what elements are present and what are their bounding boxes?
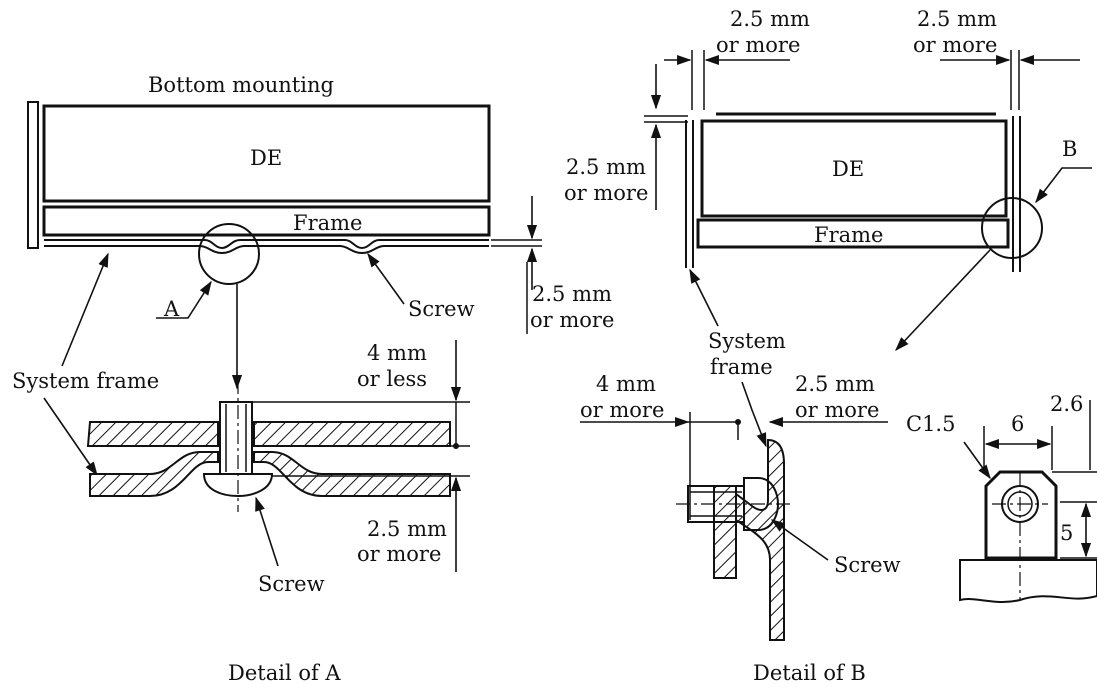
system-frame-right-leader-down bbox=[741, 381, 767, 448]
tab-detail-view: C1.5 6 2.6 5 bbox=[906, 392, 1097, 603]
dim-25-top-left-line1: 2.5 mm bbox=[730, 7, 810, 31]
system-frame-line-top bbox=[44, 239, 489, 250]
title-bottom-mounting: Bottom mounting bbox=[148, 73, 334, 97]
screw-label-detail-a: Screw bbox=[258, 572, 325, 596]
left-side-plate bbox=[27, 101, 39, 249]
detail-a-upper-plate-left bbox=[86, 421, 219, 447]
dim-6-label: 6 bbox=[1011, 412, 1024, 436]
frame-box-left bbox=[42, 205, 491, 237]
detail-a-screw-shank bbox=[219, 401, 253, 475]
system-frame-label-left: System frame bbox=[12, 369, 159, 393]
detail-a-screw-head bbox=[202, 473, 274, 498]
dim-25-top-right-line1: 2.5 mm bbox=[917, 7, 997, 31]
dim-4mm-less-line2: or less bbox=[357, 367, 427, 391]
dim-25-left-line1: 2.5 mm bbox=[367, 517, 447, 541]
callout-circle-b bbox=[981, 197, 1043, 259]
system-frame-right-line1: System bbox=[708, 329, 786, 353]
system-frame-line-bottom bbox=[44, 245, 489, 255]
dim-25-right-vert-line2: or more bbox=[564, 181, 648, 205]
c15-leader bbox=[963, 441, 991, 480]
dim-dot bbox=[453, 443, 459, 449]
frame-label-right: Frame bbox=[814, 223, 883, 247]
system-frame-leader-down bbox=[43, 397, 98, 477]
callout-b-leader bbox=[1035, 167, 1092, 204]
callout-label-b: B bbox=[1062, 137, 1077, 161]
screw-top-leader bbox=[367, 252, 405, 305]
screw-label-top: Screw bbox=[408, 297, 475, 321]
dim-5-label: 5 bbox=[1060, 521, 1073, 545]
dim-25-left-line2: or more bbox=[357, 542, 441, 566]
screw-detail-a-leader bbox=[255, 496, 279, 567]
dim-25-top-right-line2: or more bbox=[913, 33, 997, 57]
system-frame-right-leader-up bbox=[689, 268, 719, 327]
tab-outline bbox=[984, 470, 1058, 560]
dim-25-right-vert-line1: 2.5 mm bbox=[566, 155, 646, 179]
dim-25-side-line1: 2.5 mm bbox=[532, 282, 612, 306]
dim-25-detail-b-line1: 2.5 mm bbox=[795, 372, 875, 396]
detail-a-lower-plate-right bbox=[253, 451, 451, 497]
dim-25-side-line2: or more bbox=[530, 308, 614, 332]
c15-label: C1.5 bbox=[906, 412, 955, 436]
de-box-right bbox=[700, 119, 1008, 218]
detail-b-view: 4 mm or more 2.5 mm or more Screw Detail… bbox=[580, 372, 901, 685]
frame-box-right bbox=[696, 218, 1010, 249]
de-label-left: DE bbox=[250, 146, 282, 170]
screw-detail-b-leader bbox=[770, 519, 829, 561]
detail-a-upper-plate-right bbox=[253, 421, 451, 447]
callout-circle-a bbox=[198, 223, 260, 285]
frame-label-left: Frame bbox=[293, 211, 362, 235]
dim-4mm-less-line1: 4 mm bbox=[367, 341, 427, 365]
dim-25-top-left-line2: or more bbox=[716, 33, 800, 57]
system-frame-leader-up bbox=[61, 252, 109, 367]
left-side-view: Bottom mounting DE Frame A Screw 2.5 mm … bbox=[12, 73, 614, 477]
detail-a-lower-plate-left bbox=[89, 451, 219, 497]
detail-b-system-frame bbox=[735, 438, 785, 641]
dim-4mm-more-line2: or more bbox=[580, 398, 664, 422]
detail-b-caption: Detail of B bbox=[753, 661, 866, 685]
de-label-right: DE bbox=[832, 157, 864, 181]
detail-b-leader bbox=[895, 249, 991, 352]
dim-4mm-more-line1: 4 mm bbox=[596, 372, 656, 396]
detail-a-view: 4 mm or less 2.5 mm or more Screw Detail… bbox=[86, 340, 470, 685]
screw-label-detail-b: Screw bbox=[834, 553, 901, 577]
tab-base bbox=[959, 559, 1097, 603]
dim-26-label: 2.6 bbox=[1050, 392, 1083, 416]
detail-a-caption: Detail of A bbox=[228, 661, 341, 685]
system-frame-right-line2: frame bbox=[710, 355, 773, 379]
right-side-view: 2.5 mm or more 2.5 mm or more 2.5 mm or … bbox=[564, 7, 1092, 448]
dim-25-detail-b-line2: or more bbox=[795, 398, 879, 422]
callout-label-a: A bbox=[163, 297, 180, 321]
callout-a-leader bbox=[156, 280, 212, 319]
de-box-left bbox=[42, 104, 491, 203]
detail-b-plate-vertical bbox=[713, 485, 737, 579]
